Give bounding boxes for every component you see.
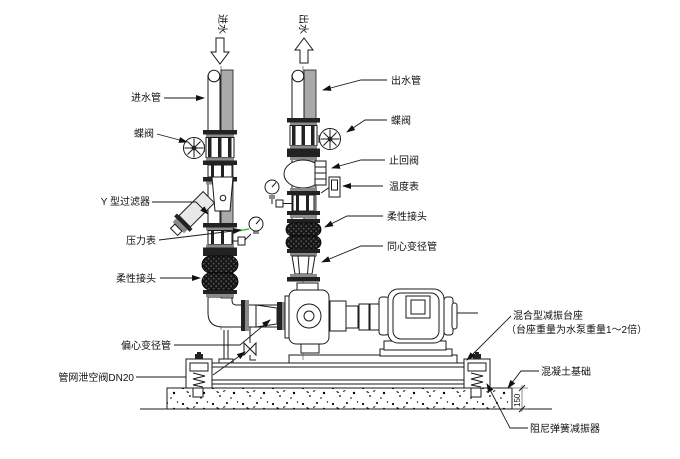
label-damping-spring-isolator: 阻尼弹簧减振器 bbox=[530, 422, 600, 435]
y-strainer bbox=[169, 176, 234, 237]
eccentric-reducer-fitting bbox=[255, 304, 278, 328]
dimension-150: 150 bbox=[513, 393, 522, 407]
label-outlet-pipe: 出水管 bbox=[391, 74, 421, 87]
pump-foot bbox=[300, 343, 320, 354]
check-valve bbox=[283, 153, 327, 195]
inlet-riser bbox=[169, 69, 264, 299]
spring-isolator-left bbox=[185, 352, 213, 398]
pump-volute bbox=[288, 289, 330, 345]
label-eccentric-reducer: 偏心变径管 bbox=[121, 339, 171, 352]
up-arrow-icon bbox=[294, 37, 314, 64]
label-butterfly-valve-right: 蝶阀 bbox=[391, 114, 411, 127]
coupling bbox=[358, 303, 370, 331]
outlet-flow-marker: 出水 bbox=[294, 14, 314, 64]
drain-valve bbox=[243, 327, 257, 361]
butterfly-valve-left bbox=[183, 130, 237, 185]
label-vibration-pedestal-note: （台座重量为水泵重量1～2倍） bbox=[506, 323, 647, 336]
pressure-gauge-assembly bbox=[203, 216, 264, 252]
flexible-joint-right bbox=[285, 219, 322, 253]
motor bbox=[378, 288, 458, 357]
vibration-pedestal bbox=[186, 362, 489, 385]
label-vibration-pedestal: 混合型减振台座 bbox=[513, 309, 583, 322]
label-network-drain-valve: 管网泄空阀DN20 bbox=[58, 371, 134, 384]
temperature-gauge-device bbox=[320, 176, 341, 198]
pump-base-frame bbox=[288, 354, 458, 364]
butterfly-valve-right bbox=[287, 118, 341, 153]
labels: 进水管 蝶阀 Y 型过滤器 压力表 柔性接头 偏心变径管 管网泄空阀DN20 出… bbox=[58, 74, 647, 435]
outlet-riser bbox=[264, 69, 341, 282]
label-pressure-gauge: 压力表 bbox=[126, 234, 156, 247]
label-check-valve: 止回阀 bbox=[389, 154, 419, 167]
label-butterfly-valve-left: 蝶阀 bbox=[134, 127, 154, 140]
inlet-flow-label: 进水 bbox=[216, 14, 228, 34]
spring-isolator-right bbox=[463, 352, 491, 398]
pressure-gauge-dial-left bbox=[248, 216, 264, 232]
label-concentric-reducer: 同心变径管 bbox=[387, 240, 437, 253]
inlet-flow-marker: 进水 bbox=[210, 14, 230, 65]
leader-lines bbox=[136, 79, 539, 429]
label-inlet-pipe: 进水管 bbox=[131, 91, 161, 104]
concentric-reducer bbox=[287, 253, 320, 282]
outlet-flow-label: 出水 bbox=[297, 14, 310, 34]
label-flexible-joint-left: 柔性接头 bbox=[116, 272, 156, 285]
label-concrete-foundation: 混凝土基础 bbox=[541, 365, 591, 378]
label-flexible-joint-right: 柔性接头 bbox=[387, 210, 427, 223]
outlet-spool bbox=[287, 194, 320, 218]
label-y-strainer: Y 型过滤器 bbox=[101, 195, 150, 208]
foundation-height-dimension: 150 bbox=[512, 384, 528, 413]
concrete-foundation bbox=[140, 387, 552, 410]
bearing-housing bbox=[329, 300, 347, 332]
flexible-joint-left bbox=[201, 252, 239, 297]
spring-coil-left bbox=[192, 372, 206, 388]
inlet-pipe-open-end bbox=[207, 69, 221, 83]
spring-coil-right bbox=[470, 372, 484, 388]
pressure-gauge-outlet bbox=[264, 179, 292, 208]
outlet-pipe-open-end bbox=[291, 69, 305, 83]
pump bbox=[284, 282, 381, 354]
label-temperature-gauge: 温度表 bbox=[389, 180, 419, 193]
pipe-support-post bbox=[218, 330, 234, 364]
down-arrow-icon bbox=[210, 37, 230, 65]
